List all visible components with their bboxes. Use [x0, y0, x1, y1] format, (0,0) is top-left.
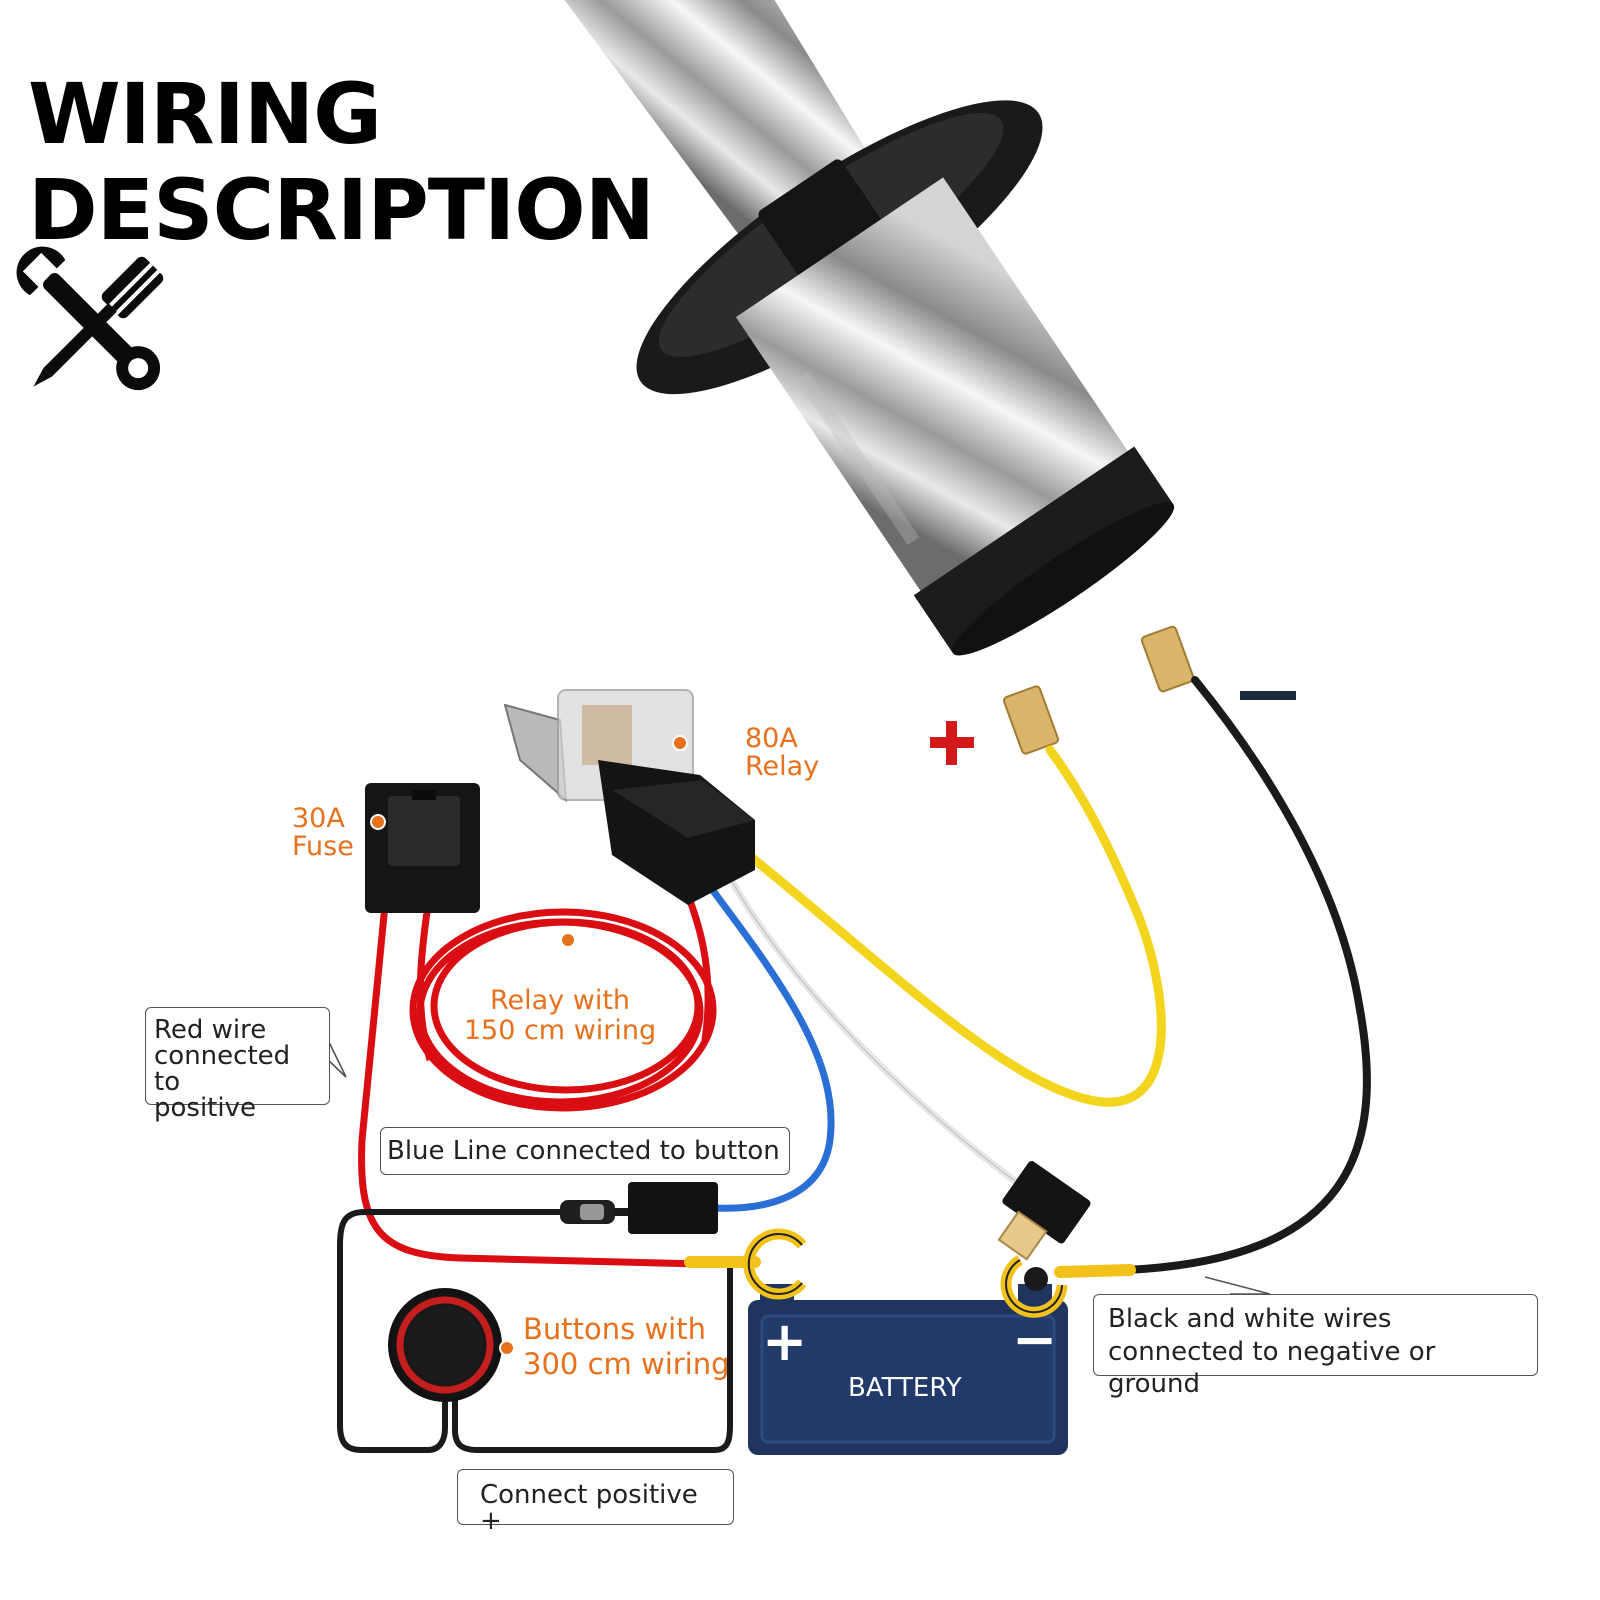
battery-plus: + — [762, 1310, 808, 1373]
title-line-2: DESCRIPTION — [28, 161, 655, 259]
horn-body — [735, 177, 1134, 600]
button-wiring-line-1: Buttons with — [523, 1312, 706, 1346]
negative-ring-terminal — [1000, 1255, 1136, 1318]
relay-wiring-label: Relay with 150 cm wiring — [455, 985, 665, 1047]
fuse-label-rating: 30A — [292, 803, 345, 834]
black-white-callout-line-2: connected to negative or ground — [1108, 1336, 1436, 1400]
horn-positive-mark — [930, 721, 974, 765]
blue-line-callout: Blue Line connected to button — [380, 1127, 790, 1175]
button-connector — [560, 1182, 718, 1234]
horn-terminal-positive — [1003, 685, 1059, 755]
horn-bell — [495, 0, 883, 261]
coil-marker — [560, 932, 576, 948]
fuse-marker — [370, 814, 386, 830]
red-positive-wire — [358, 901, 704, 1268]
relay — [503, 689, 755, 905]
battery-label: BATTERY — [848, 1373, 962, 1403]
yellow-wire — [735, 745, 1166, 1107]
button-wire-loop — [337, 1209, 560, 1453]
relay-label: 80A Relay — [745, 723, 820, 783]
horn-terminal-negative — [1140, 625, 1195, 693]
relay-wiring-line-1: Relay with — [489, 985, 631, 1016]
relay-marker — [672, 735, 688, 751]
air-horn — [495, 0, 1195, 755]
battery-minus: − — [1012, 1308, 1058, 1371]
black-white-callout-line-1: Black and white wires — [1108, 1304, 1392, 1334]
red-wire-callout-line-2: connected to — [154, 1041, 291, 1097]
fuse-label: 30A Fuse — [292, 803, 354, 863]
positive-ring-terminal — [684, 1228, 807, 1300]
relay-label-rating: 80A — [745, 723, 798, 754]
button-wiring-label: Buttons with 300 cm wiring — [523, 1312, 730, 1382]
relay-wiring-line-2: 150 cm wiring — [463, 1015, 657, 1047]
horn-end-cap — [913, 446, 1174, 654]
horn-push-button — [388, 1288, 515, 1402]
ground-connector — [997, 1161, 1091, 1261]
red-wire-callout-line-3: positive — [154, 1093, 256, 1123]
blue-wire — [701, 876, 835, 1212]
title-line-1: WIRING — [28, 65, 382, 163]
fuse-holder — [365, 783, 480, 913]
screwdriver-and-wrench-icon — [16, 246, 164, 391]
red-wire-callout: Red wire connected to positive — [145, 1007, 330, 1121]
horn-negative-mark — [1240, 691, 1296, 700]
relay-label-name: Relay — [745, 751, 820, 783]
button-wiring-line-2: 300 cm wiring — [523, 1346, 730, 1381]
black-white-callout: Black and white wires connected to negat… — [1093, 1294, 1538, 1399]
connect-positive-callout: Connect positive + — [457, 1469, 734, 1534]
battery — [748, 1284, 1068, 1455]
red-wire-callout-line-1: Red wire — [154, 1015, 267, 1045]
button-marker — [499, 1340, 515, 1356]
black-wire — [1121, 676, 1371, 1274]
fuse-label-name: Fuse — [292, 831, 354, 863]
